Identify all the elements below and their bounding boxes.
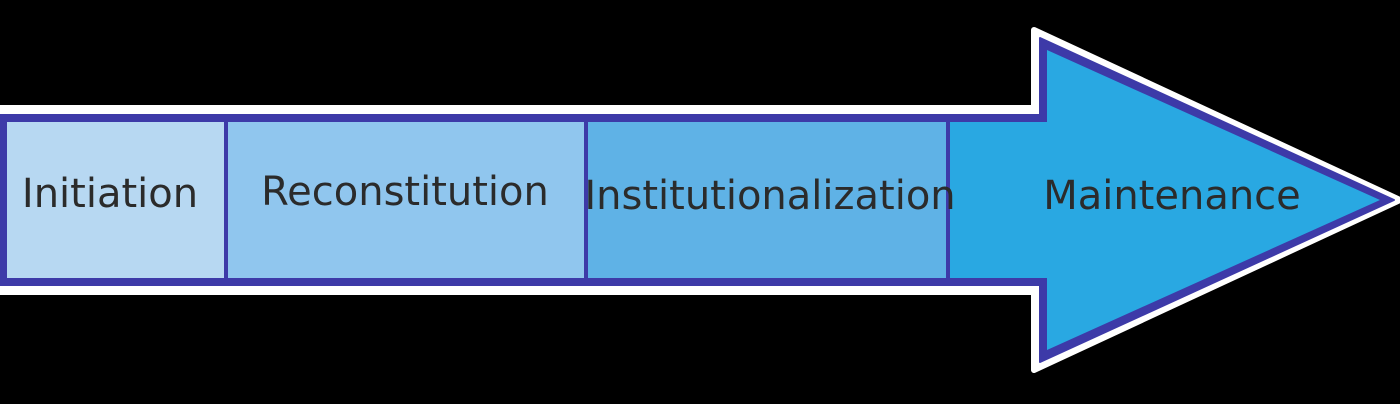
stage-box-institutionalization — [588, 122, 946, 278]
stage-box-initiation — [7, 122, 224, 278]
stage-arrowhead-maintenance — [950, 50, 1380, 350]
stage-label-initiation: Initiation — [22, 171, 198, 217]
stage-label-reconstitution: Reconstitution — [261, 169, 549, 215]
stage-box-reconstitution — [228, 122, 584, 278]
stage-label-institutionalization: Institutionalization — [584, 173, 955, 219]
stage-label-maintenance: Maintenance — [1043, 173, 1301, 219]
